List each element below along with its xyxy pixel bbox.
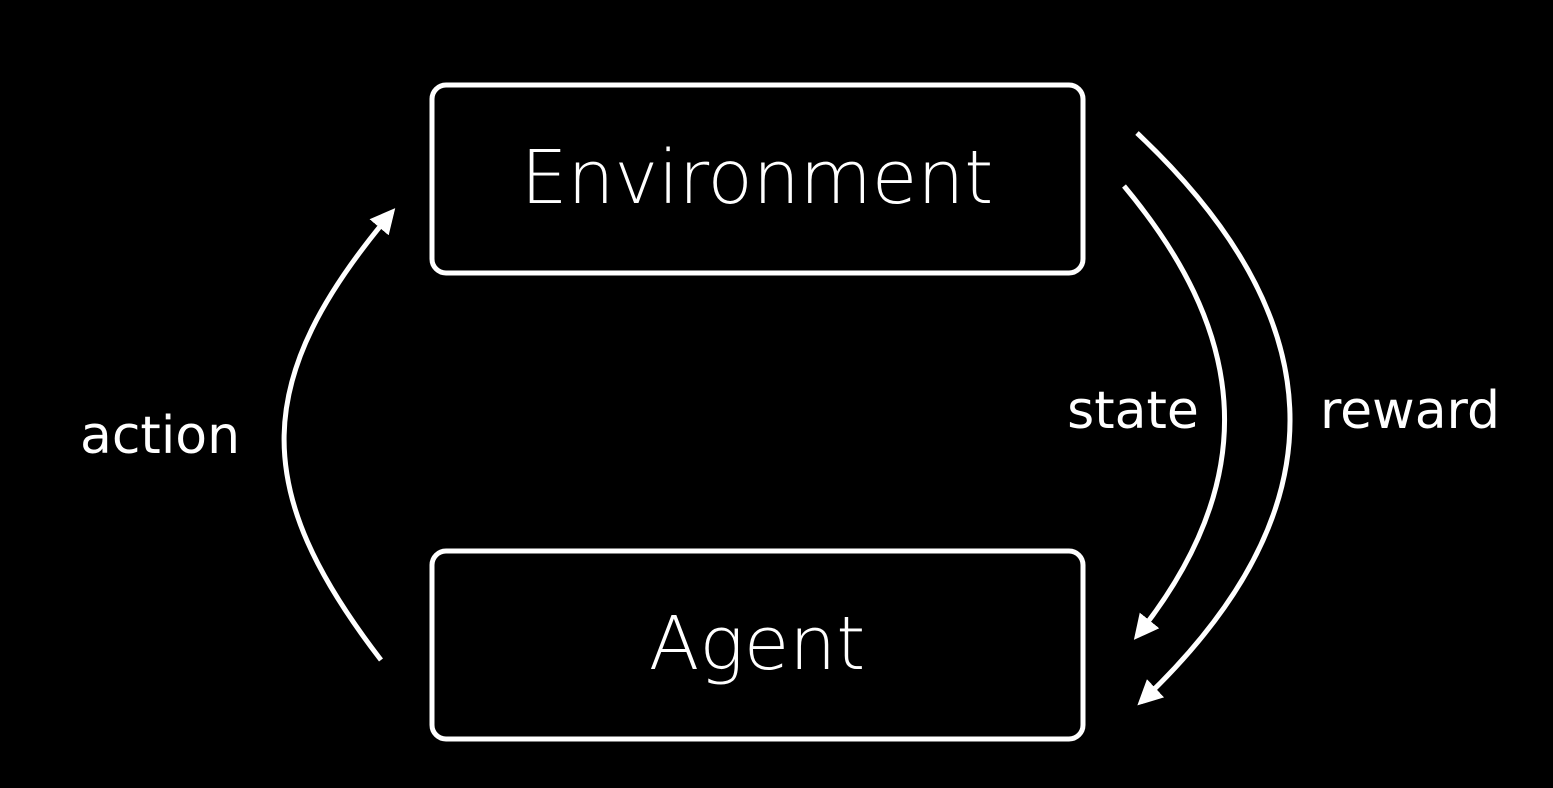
action-arrow [281, 208, 396, 662]
action-label: action [80, 406, 240, 466]
environment-node: Environment [429, 82, 1086, 276]
reward-arrow [1135, 131, 1293, 706]
environment-box [429, 82, 1086, 276]
agent-node: Agent [429, 548, 1086, 742]
agent-box [429, 548, 1086, 742]
agent-label: Agent [649, 601, 865, 687]
state-arrow [1122, 184, 1228, 640]
state-label: state [1067, 381, 1199, 441]
reward-label: reward [1320, 381, 1500, 441]
environment-label: Environment [521, 135, 994, 221]
